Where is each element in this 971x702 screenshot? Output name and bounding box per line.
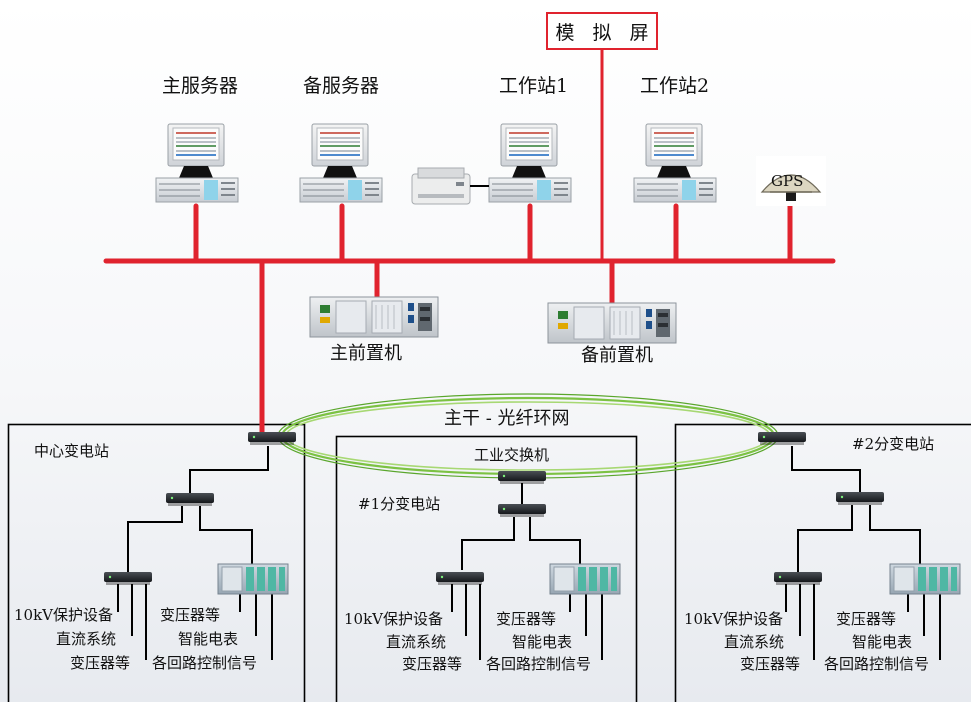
industrial-switch-label: 工业交换机 <box>474 446 550 464</box>
sub1-ring-switch-icon <box>498 471 546 484</box>
workstation1-icon <box>488 123 572 203</box>
center-mid-switch-icon <box>166 493 214 506</box>
sub2-plc-icon <box>889 563 961 595</box>
sub2-station-wiring <box>785 446 941 660</box>
center-station-box <box>7 423 306 702</box>
center-station-wiring <box>117 446 273 660</box>
sub1-left-item-3: 变压器等 <box>402 655 463 673</box>
sub1-left-item-2: 直流系统 <box>386 633 447 651</box>
sub2-right-item-1: 变压器等 <box>836 610 897 628</box>
center-left-item-1: 10kV保护设备 <box>14 606 114 624</box>
sub1-protect-switch-icon <box>436 572 484 585</box>
sub1-right-item-3: 各回路控制信号 <box>486 655 592 673</box>
primary-front-end-icon <box>309 296 439 338</box>
simulation-screen: 模 拟 屏 <box>546 12 658 50</box>
primary-server-label: 主服务器 <box>162 75 239 97</box>
center-right-item-3: 各回路控制信号 <box>152 654 258 672</box>
gps-icon <box>756 156 826 206</box>
fiber-ring-label: 主干 - 光纤环网 <box>444 408 570 429</box>
ethernet-bus <box>103 202 836 435</box>
sub2-left-item-3: 变压器等 <box>740 655 801 673</box>
simulation-screen-label: 模 拟 屏 <box>555 21 655 44</box>
center-right-item-2: 智能电表 <box>178 630 239 648</box>
sub2-right-item-2: 智能电表 <box>852 633 913 651</box>
center-protect-switch-icon <box>104 572 152 585</box>
backup-server-icon <box>299 123 383 203</box>
workstation2-icon <box>633 123 717 203</box>
sub2-left-item-2: 直流系统 <box>724 633 785 651</box>
sub1-mid-switch-icon <box>498 504 546 517</box>
center-left-item-3: 变压器等 <box>70 654 131 672</box>
sub1-right-item-1: 变压器等 <box>496 610 557 628</box>
backup-front-end-label: 备前置机 <box>581 345 653 366</box>
center-left-item-2: 直流系统 <box>56 630 117 648</box>
backup-front-end-icon <box>547 302 677 344</box>
workstation1-label: 工作站1 <box>499 75 569 97</box>
workstation2-label: 工作站2 <box>640 75 710 97</box>
sub1-station-wiring <box>451 483 603 660</box>
sub2-left-item-1: 10kV保护设备 <box>684 610 784 628</box>
sub2-station-name: #2分变电站 <box>852 435 935 453</box>
primary-server-icon <box>155 123 239 203</box>
primary-front-end-label: 主前置机 <box>330 343 402 364</box>
gps-label: GPS <box>771 172 804 190</box>
center-core-switch-icon <box>248 432 296 445</box>
sub2-right-item-3: 各回路控制信号 <box>824 655 930 673</box>
sub2-core-switch-icon <box>758 432 806 445</box>
sub2-station-box <box>674 423 971 702</box>
sub1-right-item-2: 智能电表 <box>512 633 573 651</box>
sub2-mid-switch-icon <box>836 492 884 505</box>
center-right-item-1: 变压器等 <box>160 606 221 624</box>
printer-icon <box>411 167 471 205</box>
sub1-plc-icon <box>549 563 621 595</box>
center-plc-icon <box>217 563 289 595</box>
backup-server-label: 备服务器 <box>303 75 380 97</box>
sub1-station-name: #1分变电站 <box>358 495 441 513</box>
center-station-name: 中心变电站 <box>34 442 110 460</box>
sub2-protect-switch-icon <box>774 572 822 585</box>
sub1-left-item-1: 10kV保护设备 <box>344 610 444 628</box>
sub1-station-box <box>335 435 638 702</box>
